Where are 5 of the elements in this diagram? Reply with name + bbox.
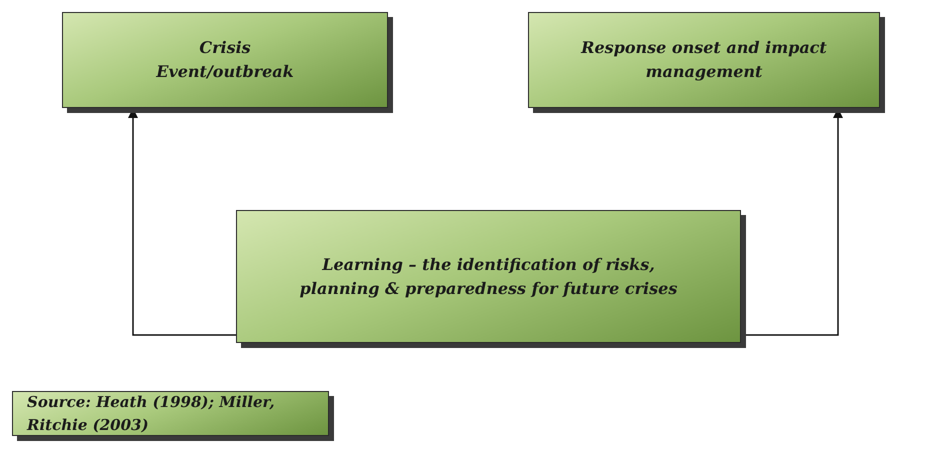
box-text: Event/outbreak xyxy=(156,61,294,83)
box-text: Source: Heath (1998); Miller, Ritchie (2003) xyxy=(27,392,276,436)
box-text: Response onset and impact management xyxy=(580,37,828,83)
box-text: Crisis xyxy=(199,37,251,59)
box-text: Learning – the identification of risks, planning & preparedness for future crises xyxy=(298,254,678,300)
